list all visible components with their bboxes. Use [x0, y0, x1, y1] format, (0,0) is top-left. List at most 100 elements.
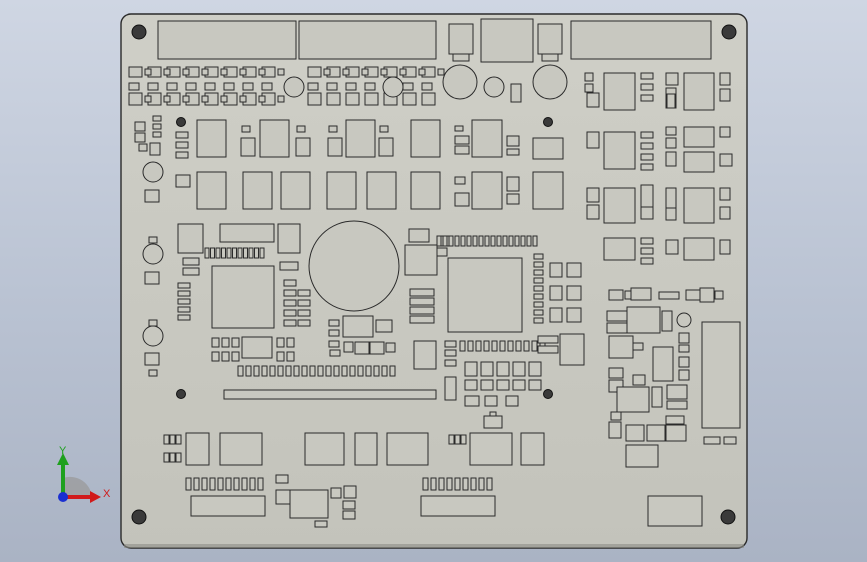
ic-pin [293, 365, 300, 377]
smd-component [152, 123, 162, 130]
ic-pin [514, 235, 520, 247]
connector-pin [452, 53, 470, 62]
inductor [520, 432, 545, 466]
ic-pin [475, 340, 482, 352]
capacitor [676, 312, 692, 328]
smd-pad [528, 361, 542, 377]
smd-pad [361, 68, 369, 76]
smd-pad [528, 379, 542, 391]
smd-component [665, 207, 677, 221]
smd-component [175, 141, 189, 149]
smd-component [275, 474, 289, 484]
ic-pin [253, 365, 260, 377]
smd-component [586, 204, 600, 220]
smd-component [719, 72, 731, 86]
smd-component [169, 434, 176, 445]
connector-pin [470, 477, 477, 491]
ic-pin [269, 365, 276, 377]
smd-component [723, 436, 737, 445]
smd-component [379, 125, 389, 133]
smd-component [489, 411, 497, 417]
smd-pad [128, 66, 143, 78]
smd-pad [258, 68, 266, 76]
smd-pad [144, 95, 152, 103]
inductor [471, 171, 503, 210]
smd-component [283, 279, 297, 287]
smd-component [610, 411, 622, 421]
connector-pin [217, 477, 224, 491]
smd-component [640, 142, 654, 150]
smd-component [632, 342, 644, 351]
smd-component [640, 247, 654, 255]
capacitor [382, 76, 404, 98]
ic-pin [532, 235, 538, 247]
smd-block [608, 335, 634, 359]
smd-component [533, 261, 544, 268]
inductor [219, 432, 263, 466]
smd-component [369, 341, 385, 355]
smd-pad [307, 92, 322, 106]
smd-component [506, 148, 520, 156]
smd-component [328, 319, 340, 327]
smd-component [163, 434, 170, 445]
z-axis-dot-icon [58, 492, 68, 502]
smd-pad [182, 95, 190, 103]
smd-pad [242, 82, 254, 91]
smd-pad [418, 68, 426, 76]
y-axis-arrow-icon [57, 453, 69, 465]
smd-component [409, 288, 435, 297]
smd-component [152, 115, 162, 122]
axis-triad: Y X [57, 445, 111, 503]
smd-component [444, 340, 457, 348]
smd-component [640, 83, 654, 91]
connector-strip [223, 389, 437, 400]
smd-pad [464, 361, 478, 377]
smd-component [678, 332, 690, 344]
connector-pin [201, 477, 208, 491]
inductor [326, 171, 357, 210]
connector-pin [446, 477, 453, 491]
smd-component [606, 322, 628, 334]
connector-pin [486, 477, 493, 491]
electrolytic-capacitor [442, 64, 478, 100]
smd-component [640, 131, 654, 139]
ic-pin [245, 365, 252, 377]
smd-component [584, 72, 594, 82]
capacitor [142, 325, 164, 347]
mount-hole-top-right [721, 24, 737, 40]
smd-component [678, 356, 690, 368]
ic-pin [325, 365, 332, 377]
smd-component [378, 137, 394, 157]
smd-pad [220, 68, 228, 76]
smd-component [533, 253, 544, 260]
smd-component [533, 293, 544, 300]
smd-component [533, 277, 544, 284]
ic-pin [490, 235, 496, 247]
smd-pad [163, 95, 171, 103]
smd-block [683, 126, 715, 148]
ic-small [289, 489, 329, 519]
connector-pin [541, 53, 559, 62]
inductor [242, 171, 273, 210]
smd-component [640, 184, 654, 208]
smd-component [566, 285, 582, 301]
ic-pin [309, 365, 316, 377]
connector-header [570, 20, 712, 60]
smd-component [295, 137, 311, 157]
ic-pin [237, 247, 243, 259]
smd-component [665, 72, 679, 86]
smd-component [719, 206, 731, 220]
ic-pin [254, 247, 259, 259]
ic-pin [442, 235, 448, 247]
smd-component [533, 269, 544, 276]
smd-component [175, 452, 182, 463]
smd-component [328, 329, 340, 337]
smd-component [134, 121, 146, 132]
smd-pad [399, 68, 407, 76]
smd-pad [480, 379, 494, 391]
smd-component [444, 349, 457, 357]
ic-pin [515, 340, 522, 352]
smd-component [149, 142, 161, 156]
smd-component [138, 143, 148, 152]
